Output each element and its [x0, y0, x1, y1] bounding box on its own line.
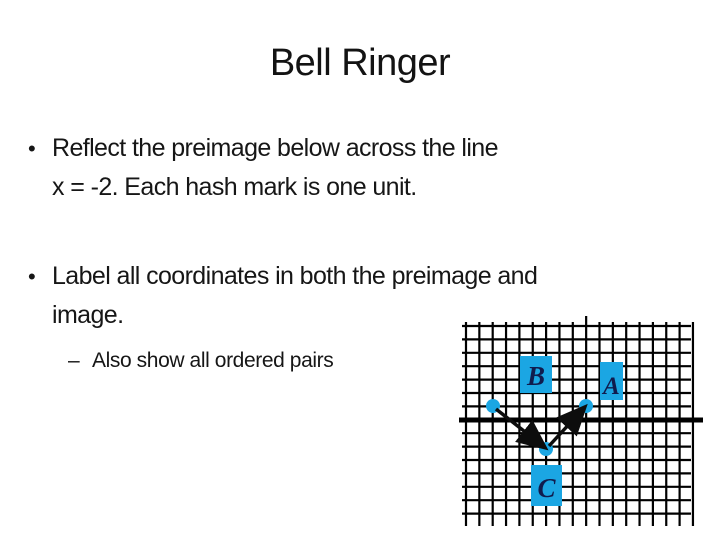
vertex-label-B: B: [526, 361, 545, 391]
bullet-text-label-coordinates: Label all coordinates in both the preima…: [52, 262, 538, 329]
bullet-item-reflect: • Reflect the preimage below across the …: [28, 129, 548, 207]
vertex-label-box-C: [531, 465, 562, 506]
bullet-item-label-coordinates: • Label all coordinates in both the prei…: [28, 257, 588, 335]
vertex-label-box-B: [520, 356, 552, 393]
bullet-marker: •: [28, 136, 36, 161]
slide-title: Bell Ringer: [269, 42, 451, 84]
sub-bullet-text: Also show all ordered pairs: [92, 349, 334, 372]
coordinate-grid-figure: B A C: [458, 314, 704, 530]
vertex-label-C: C: [537, 473, 556, 503]
grid-svg: B A C: [459, 316, 703, 526]
segment-C-to-A: [547, 403, 588, 448]
vertex-label-box-A: [600, 362, 623, 400]
vertex-label-A: A: [601, 373, 620, 400]
bullet-text-reflect: Reflect the preimage below across the li…: [52, 134, 498, 201]
segment-B-to-C: [494, 407, 549, 451]
dash-marker: –: [68, 349, 80, 372]
sub-bullet-ordered-pairs: – Also show all ordered pairs: [68, 346, 488, 376]
bullet-marker: •: [28, 264, 36, 289]
